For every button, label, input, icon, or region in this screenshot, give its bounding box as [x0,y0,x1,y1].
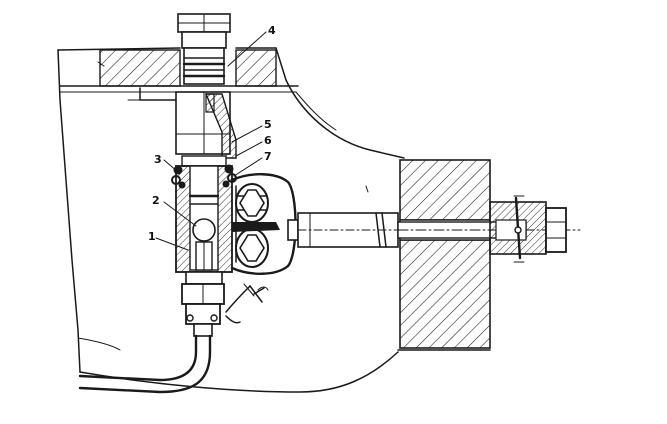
label-part-2: 2 [152,194,160,207]
label-part-3: 3 [154,153,162,166]
lock-wire [225,283,269,324]
label-part-7: 7 [264,150,272,163]
top-plug-part-4 [177,13,231,85]
stray-mark [365,185,369,193]
label-part-4: 4 [268,24,276,37]
leader-lines [155,31,267,251]
label-part-1: 1 [148,230,156,243]
upper-valve-body [127,87,237,159]
bent-pipe [78,334,212,394]
label-part-6: 6 [264,134,272,147]
label-part-5: 5 [264,118,272,131]
lower-valve-body [175,165,233,273]
top-plate [99,49,277,87]
pipe-fitting [181,271,225,337]
horizontal-rod [287,212,399,248]
right-flange [397,159,491,351]
adjusting-bolt [397,195,581,263]
roller-cage [230,173,297,275]
part-labels: 4 5 6 7 3 2 1 [148,24,276,243]
